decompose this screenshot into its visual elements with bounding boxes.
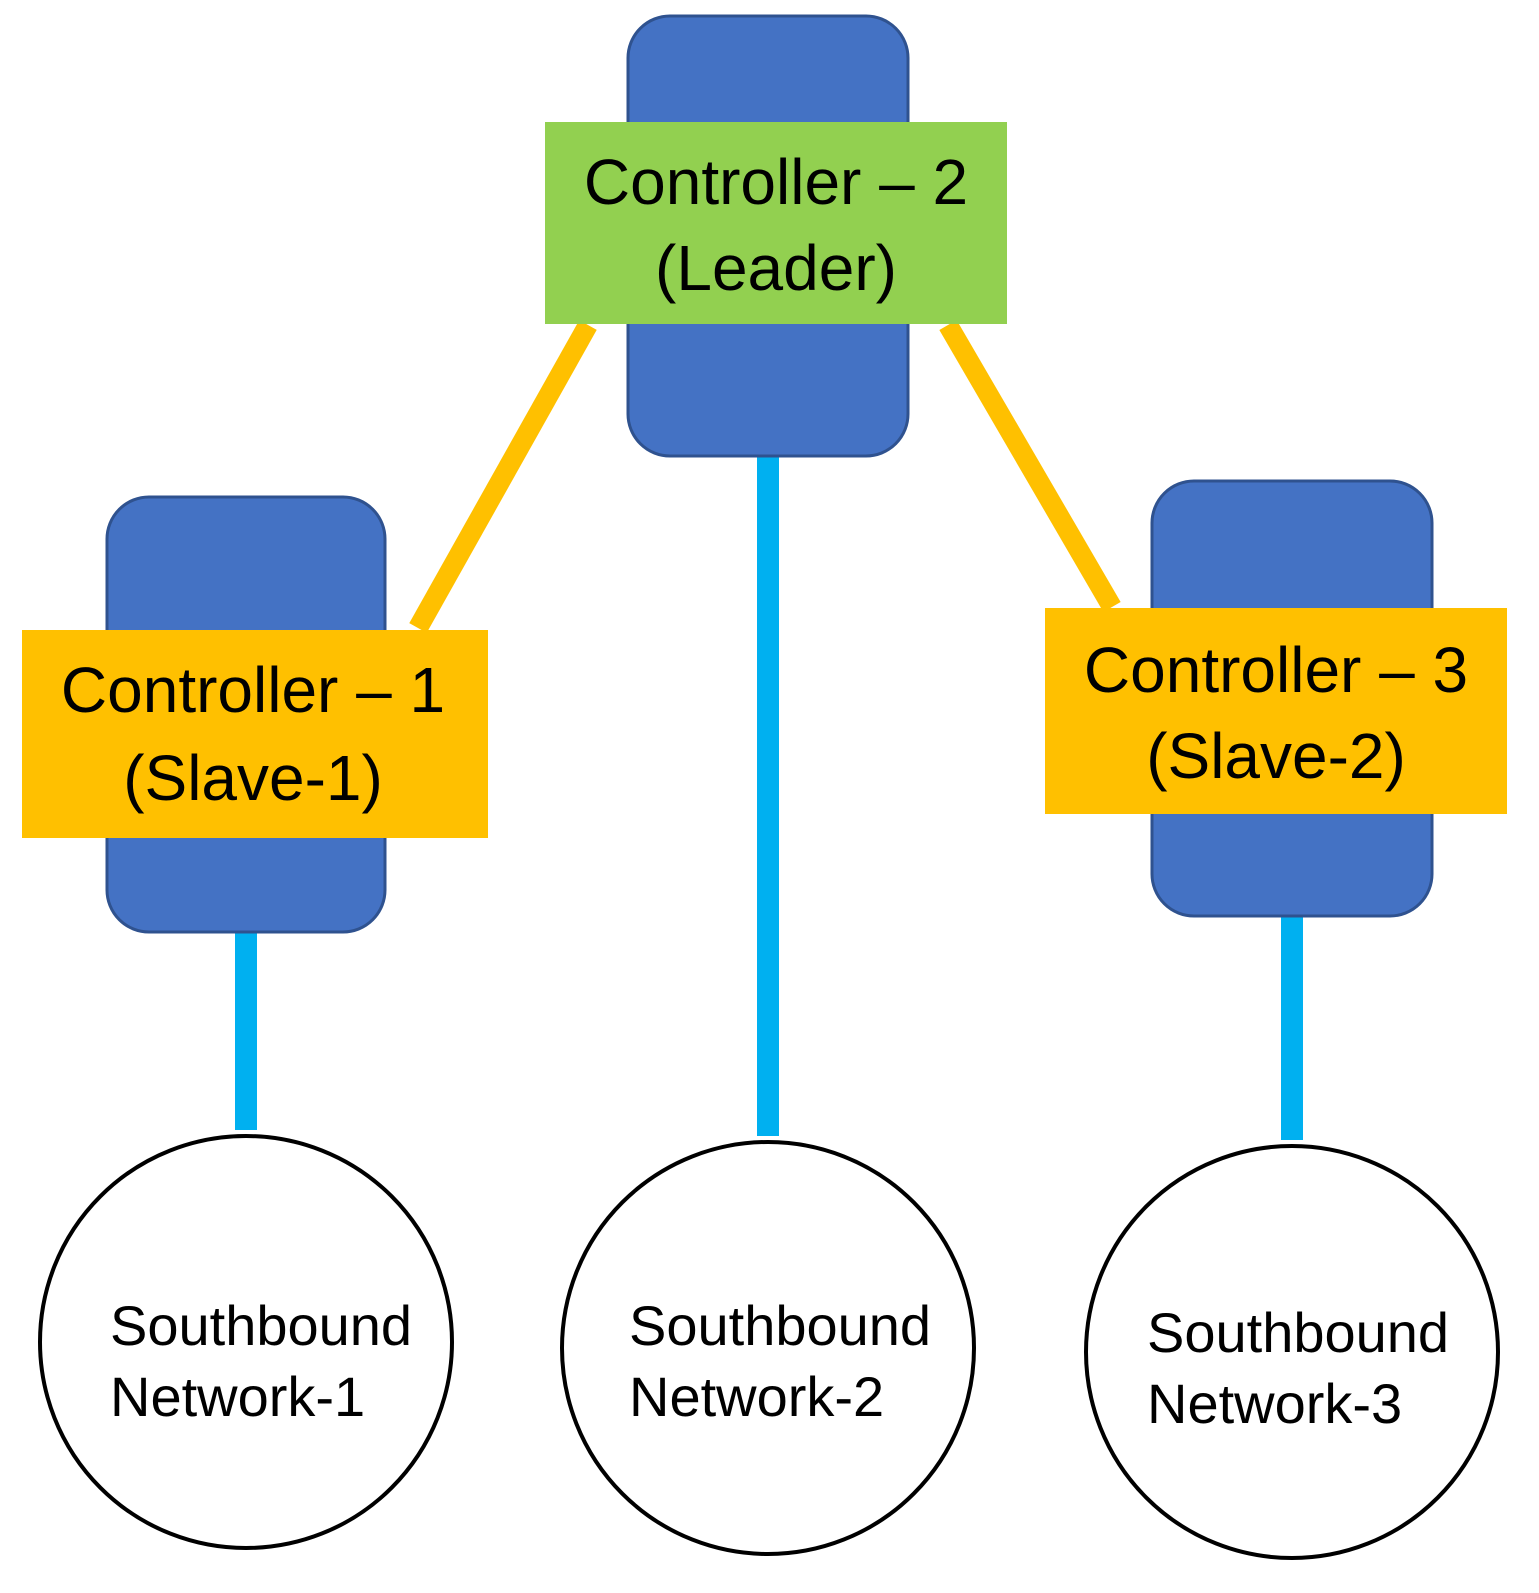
peer-link-c2-c3: [939, 319, 1121, 613]
controller-3-role: (Slave-2): [1146, 720, 1406, 792]
controller-1-label-box: [22, 630, 488, 838]
network-3-line1: Southbound: [1147, 1301, 1449, 1364]
southbound-network-1[interactable]: Southbound Network-1: [38, 1134, 454, 1550]
controller-2-role: (Leader): [655, 232, 897, 304]
southbound-network-3[interactable]: Southbound Network-3: [1084, 1144, 1500, 1560]
controller-2[interactable]: Controller – 2 (Leader): [545, 14, 1007, 458]
controller-3-label-box: [1045, 608, 1507, 814]
controller-1-title: Controller – 1: [61, 654, 445, 726]
network-1-line2: Network-1: [110, 1365, 365, 1428]
controller-2-title: Controller – 2: [584, 146, 968, 218]
network-1-line1: Southbound: [110, 1294, 412, 1357]
network-circle: [1084, 1144, 1500, 1560]
peer-link-c2-c1: [409, 320, 597, 633]
controller-3[interactable]: Controller – 3 (Slave-2): [1045, 479, 1507, 918]
controller-2-label-box: [545, 122, 1007, 324]
controller-1[interactable]: Controller – 1 (Slave-1): [22, 495, 488, 934]
controller-3-title: Controller – 3: [1084, 634, 1468, 706]
network-circle: [38, 1134, 454, 1550]
controller-1-role: (Slave-1): [123, 742, 383, 814]
network-2-line2: Network-2: [629, 1365, 884, 1428]
southbound-network-2[interactable]: Southbound Network-2: [560, 1140, 976, 1556]
network-2-line1: Southbound: [629, 1294, 931, 1357]
network-circle: [560, 1140, 976, 1556]
network-3-line2: Network-3: [1147, 1372, 1402, 1435]
